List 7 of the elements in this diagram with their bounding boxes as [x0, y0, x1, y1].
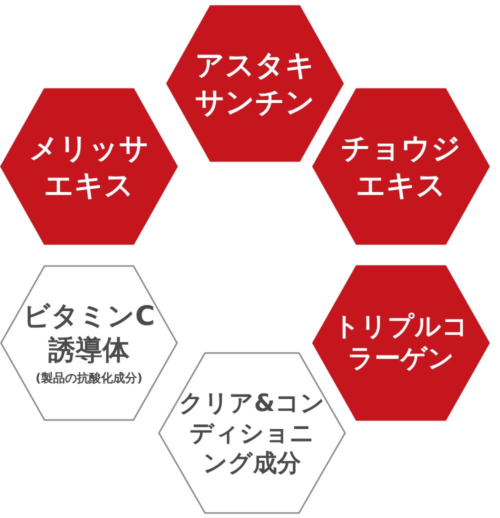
ingredient-name: ビタミンC誘導体: [22, 300, 156, 368]
ingredient-name: トリプルコラーゲン: [333, 310, 469, 376]
ingredient-note: (製品の抗酸化成分): [36, 371, 142, 386]
ingredient-name: メリッサエキス: [28, 130, 150, 203]
ingredient-name: チョウジエキス: [340, 130, 462, 203]
ingredient-name: アスタキサンチン: [194, 47, 316, 120]
ingredient-name: クリア&コンディショニング成分: [178, 388, 326, 478]
